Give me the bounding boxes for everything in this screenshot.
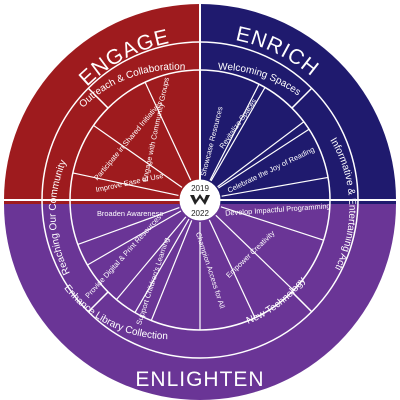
action-spoke	[208, 219, 256, 319]
library-logo-icon	[190, 194, 210, 205]
action-spoke	[220, 206, 324, 241]
objective-separator	[291, 291, 313, 313]
action-spoke	[217, 121, 305, 188]
action-spoke	[221, 176, 329, 197]
action-spoke	[72, 172, 179, 197]
center-disc	[179, 179, 221, 221]
objective-separator	[87, 291, 109, 313]
objective-separators	[87, 87, 313, 313]
enrich-outer-segment	[200, 4, 396, 204]
action-spokes	[70, 70, 330, 330]
action-spoke	[93, 124, 183, 188]
action-spoke	[209, 83, 260, 181]
action-spoke	[218, 128, 310, 189]
engage-outer-segment	[4, 4, 200, 204]
action-spoke	[210, 87, 266, 182]
objective-separator	[291, 87, 313, 109]
action-spoke	[87, 210, 182, 266]
objective-ring	[41, 41, 359, 359]
center-year-end: 2022	[191, 209, 209, 218]
action-spoke	[144, 81, 192, 181]
objective-separator	[87, 87, 109, 109]
center-year-start: 2019	[191, 184, 209, 193]
action-spoke	[215, 214, 294, 291]
action-spoke	[77, 206, 180, 246]
goal-enlighten-label: ENLIGHTEN	[135, 368, 264, 391]
action-spoke	[115, 216, 187, 300]
action-spoke	[150, 220, 193, 321]
action-awareness: Broaden Awareness	[97, 209, 163, 218]
action-spoke	[134, 218, 190, 313]
